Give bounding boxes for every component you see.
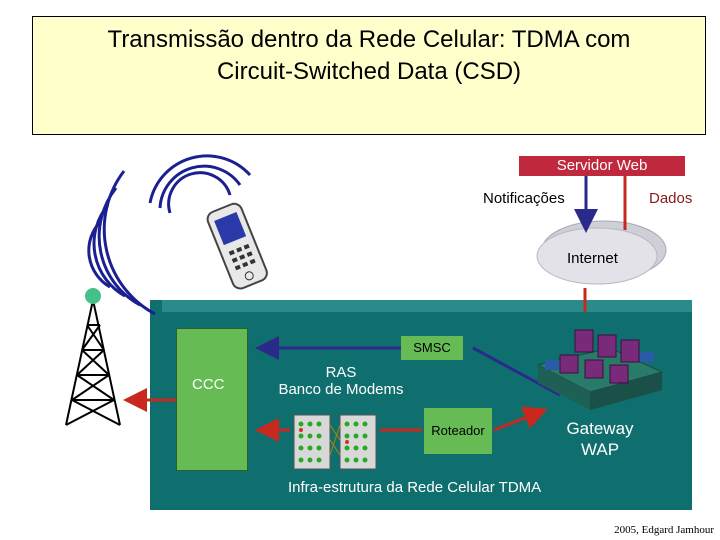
infrastructure-panel-top-edge [162, 300, 692, 312]
router-box: Roteador [424, 408, 492, 454]
ras-label-line-1: RAS [325, 364, 357, 381]
antenna-top-icon [85, 288, 101, 304]
title-line-1: Transmissão dentro da Rede Celular: TDMA… [107, 26, 631, 53]
ccc-label: CCC [192, 376, 225, 393]
gateway-wap-icon [536, 329, 664, 410]
slide-title: Transmissão dentro da Rede Celular: TDMA… [32, 24, 706, 88]
gateway-label-line-2: WAP [580, 440, 620, 459]
antenna-tower-icon [65, 299, 121, 426]
web-server-box: Servidor Web [519, 156, 685, 176]
ccc-box [176, 328, 248, 471]
title-box [32, 16, 706, 135]
mobile-phone-icon [206, 202, 268, 290]
data-label: Dados [649, 190, 693, 207]
gateway-label-line-1: Gateway [566, 419, 634, 438]
smsc-box: SMSC [401, 336, 463, 360]
title-line-2: Circuit-Switched Data (CSD) [216, 58, 522, 85]
router-to-gateway-arrow [493, 406, 548, 432]
smsc-to-gateway-line [472, 346, 561, 397]
ras-label-line-2: Banco de Modems [278, 381, 404, 398]
ras-label: RAS Banco de Modems [276, 364, 406, 398]
gateway-wap-label: Gateway WAP [558, 418, 642, 460]
radio-waves-icon [87, 154, 252, 316]
infrastructure-caption: Infra-estrutura da Rede Celular TDMA [288, 479, 542, 496]
internet-cloud-icon [536, 220, 667, 285]
credit-text: 2005, Edgard Jamhour [614, 524, 714, 536]
modem-bank-icon [293, 414, 377, 470]
internet-label: Internet [567, 250, 618, 267]
notifications-label: Notificações [483, 190, 565, 207]
